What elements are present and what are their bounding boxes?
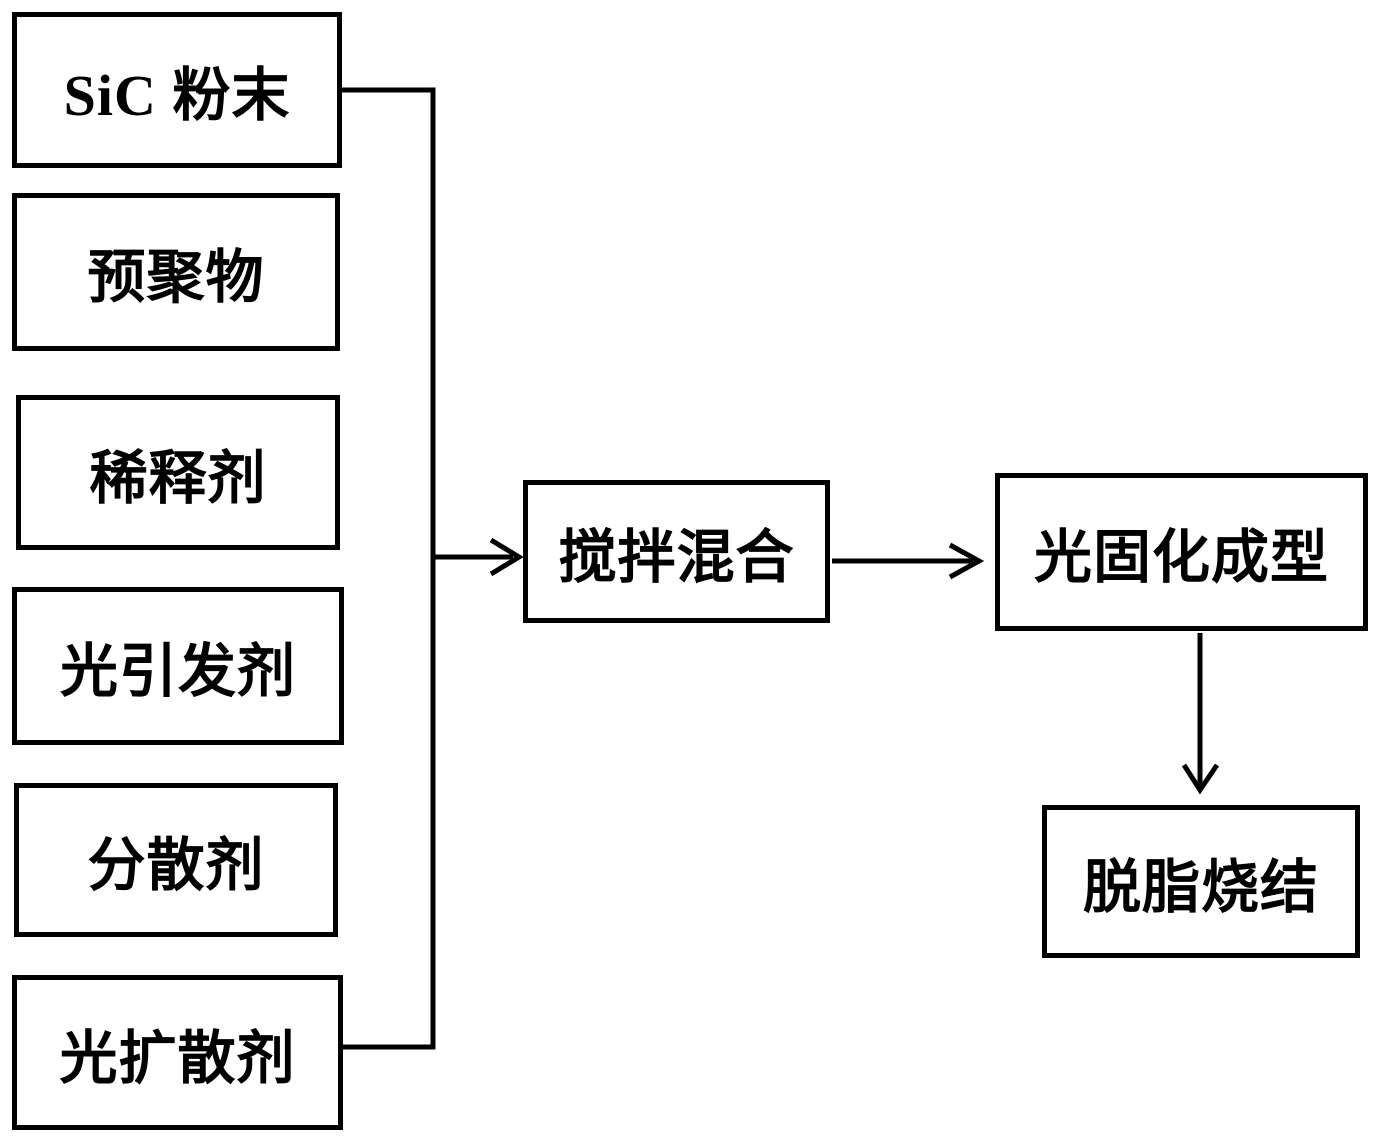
node-curing: 光固化成型: [995, 473, 1368, 631]
node-sic-powder: SiC 粉末: [12, 12, 342, 168]
arrow-bus-to-mixing-head: [489, 537, 524, 577]
node-diluent: 稀释剂: [16, 395, 340, 550]
node-diluent-label: 稀释剂: [89, 445, 267, 511]
arrow-curing-to-sintering-head: [1181, 763, 1220, 795]
node-light-diffuser: 光扩散剂: [12, 975, 343, 1130]
node-sintering: 脱脂烧结: [1042, 805, 1360, 958]
arrow-mixing-to-curing-head: [948, 542, 985, 580]
node-photoinitiator: 光引发剂: [12, 587, 344, 745]
node-prepolymer-label: 预聚物: [87, 245, 265, 310]
node-light-diffuser-label: 光扩散剂: [59, 1025, 296, 1091]
node-sintering-label: 脱脂烧结: [1082, 854, 1319, 920]
node-dispersant-label: 分散剂: [87, 833, 265, 898]
node-mixing: 搅拌混合: [523, 480, 830, 623]
node-dispersant: 分散剂: [14, 783, 338, 937]
node-mixing-label: 搅拌混合: [558, 524, 795, 590]
node-sic-powder-label: SiC 粉末: [63, 63, 291, 128]
node-curing-label: 光固化成型: [1033, 525, 1329, 590]
node-photoinitiator-label: 光引发剂: [59, 639, 296, 704]
node-prepolymer: 预聚物: [12, 193, 340, 351]
